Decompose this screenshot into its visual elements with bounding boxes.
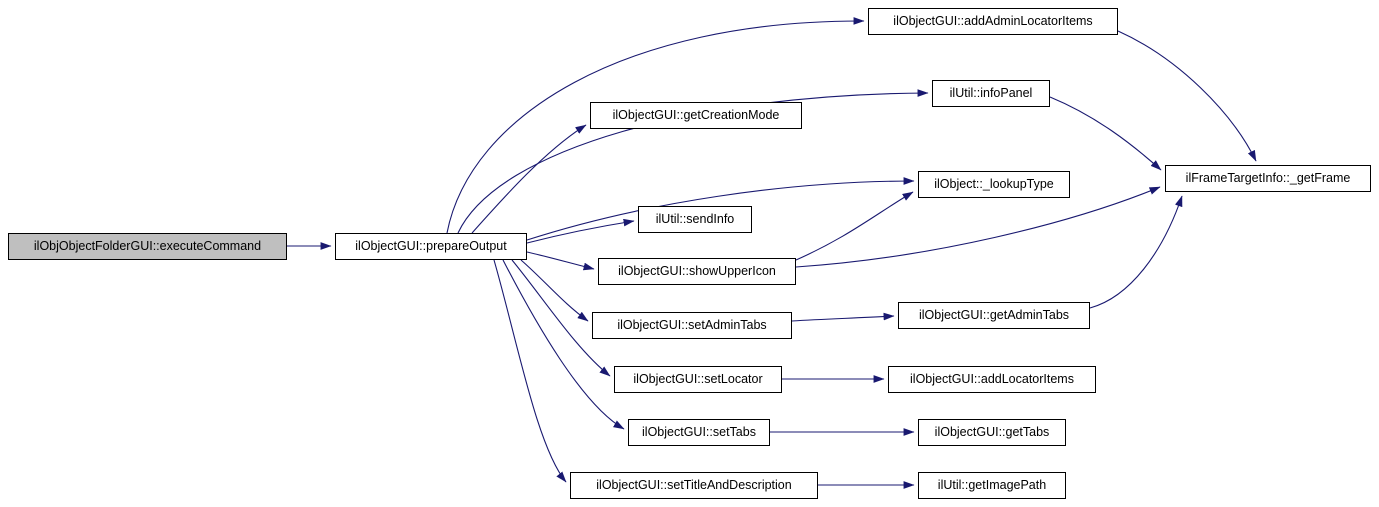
graph-node-send-info[interactable]: ilUtil::sendInfo: [638, 206, 752, 233]
graph-node-get-admin-tabs[interactable]: ilObjectGUI::getAdminTabs: [898, 302, 1090, 329]
graph-node-get-image-path[interactable]: ilUtil::getImagePath: [918, 472, 1066, 499]
graph-node-execute-command[interactable]: ilObjObjectFolderGUI::executeCommand: [8, 233, 287, 260]
edge-prepare-output--to--set-title-and-description: [493, 259, 567, 483]
edge-show-upper-icon--to--lookup-type: [795, 191, 914, 261]
edge-get-admin-tabs--to--get-frame: [1089, 195, 1183, 309]
edge-set-admin-tabs--to--get-admin-tabs: [791, 312, 895, 322]
graph-node-info-panel[interactable]: ilUtil::infoPanel: [932, 80, 1050, 107]
graph-node-set-admin-tabs[interactable]: ilObjectGUI::setAdminTabs: [592, 312, 792, 339]
graph-node-set-tabs[interactable]: ilObjectGUI::setTabs: [628, 419, 770, 446]
graph-node-get-creation-mode[interactable]: ilObjectGUI::getCreationMode: [590, 102, 802, 129]
graph-node-add-admin-locator-items[interactable]: ilObjectGUI::addAdminLocatorItems: [868, 8, 1118, 35]
edge-prepare-output--to--set-admin-tabs: [520, 259, 589, 322]
graph-node-prepare-output[interactable]: ilObjectGUI::prepareOutput: [335, 233, 527, 260]
edge-info-panel--to--get-frame: [1049, 96, 1162, 171]
graph-node-set-locator[interactable]: ilObjectGUI::setLocator: [614, 366, 782, 393]
graph-node-lookup-type[interactable]: ilObject::_lookupType: [918, 171, 1070, 198]
edge-prepare-output--to--get-creation-mode: [471, 124, 587, 234]
graph-node-show-upper-icon[interactable]: ilObjectGUI::showUpperIcon: [598, 258, 796, 285]
graph-node-get-tabs[interactable]: ilObjectGUI::getTabs: [918, 419, 1066, 446]
edge-prepare-output--to--show-upper-icon: [526, 251, 595, 271]
edge-prepare-output--to--set-tabs: [502, 259, 625, 430]
graph-node-set-title-and-description[interactable]: ilObjectGUI::setTitleAndDescription: [570, 472, 818, 499]
edge-prepare-output--to--send-info: [526, 218, 635, 244]
graph-node-get-frame[interactable]: ilFrameTargetInfo::_getFrame: [1165, 165, 1371, 192]
graph-node-add-locator-items[interactable]: ilObjectGUI::addLocatorItems: [888, 366, 1096, 393]
edge-add-admin-locator-items--to--get-frame: [1117, 30, 1257, 162]
edge-show-upper-icon--to--get-frame: [795, 186, 1161, 268]
